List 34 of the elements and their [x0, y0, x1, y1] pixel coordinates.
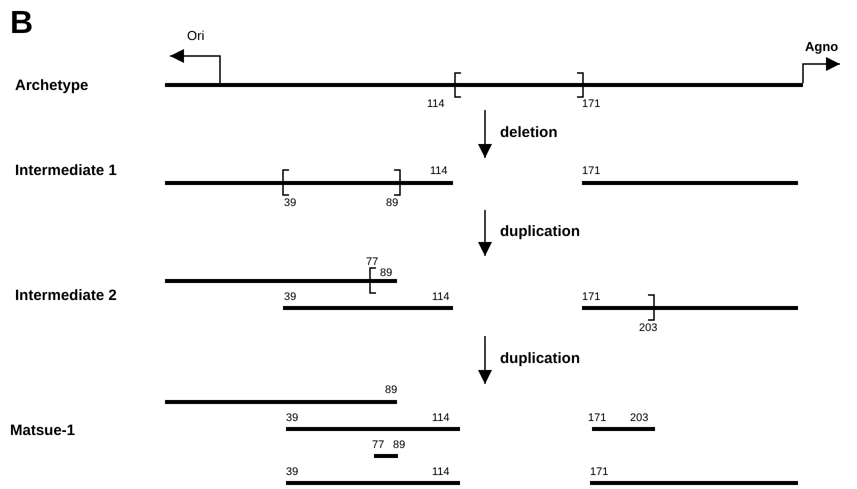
position-number: 39: [284, 197, 296, 209]
position-number: 171: [590, 466, 608, 478]
arrow: [478, 210, 492, 256]
row-label: Archetype: [15, 77, 88, 94]
position-number: 89: [386, 197, 398, 209]
position-number: 171: [582, 165, 600, 177]
origin-label: Ori: [187, 29, 204, 42]
position-number: 114: [432, 412, 450, 424]
panel-letter: B: [10, 6, 34, 38]
gene-label: Agno: [805, 40, 838, 53]
position-number: 203: [639, 322, 658, 334]
edge-label: duplication: [498, 223, 582, 240]
position-number: 77: [366, 256, 378, 268]
position-number: 39: [286, 412, 298, 424]
position-number: 114: [432, 466, 450, 478]
position-number: 114: [432, 291, 450, 303]
position-number: 89: [380, 267, 392, 279]
row-label: Intermediate 2: [15, 287, 117, 304]
position-number: 171: [582, 291, 600, 303]
position-number: 114: [430, 165, 448, 177]
position-number: 89: [385, 384, 398, 396]
edge-label: duplication: [498, 350, 582, 367]
arrow: [478, 110, 492, 158]
position-number: 114: [427, 98, 445, 110]
position-number: 39: [286, 466, 298, 478]
position-number: 171: [582, 98, 600, 110]
row-label: Intermediate 1: [15, 162, 117, 179]
position-number: 89: [393, 439, 406, 451]
arrow: [478, 336, 492, 384]
position-number: 203: [630, 412, 648, 424]
position-number: 77: [372, 439, 384, 451]
position-number: 171: [588, 412, 606, 424]
position-number: 39: [284, 291, 296, 303]
row-label: Matsue-1: [10, 422, 76, 439]
